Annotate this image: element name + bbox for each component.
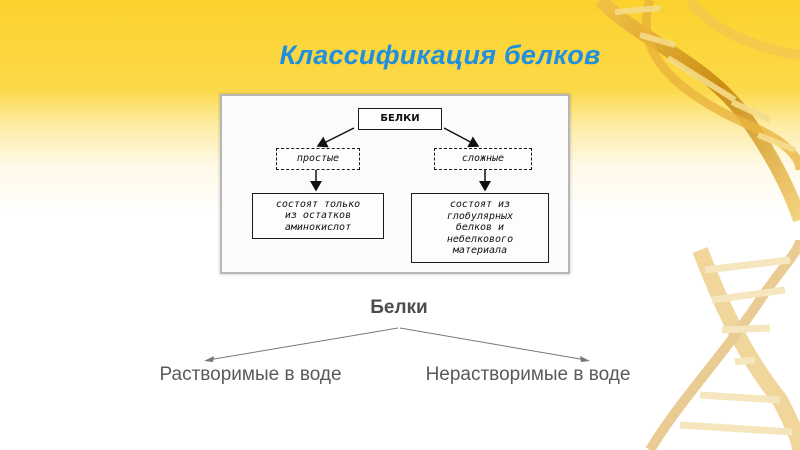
bottom-soluble-label: Растворимые в воде	[128, 364, 373, 386]
bottom-root-label: Белки	[349, 297, 449, 319]
bottom-insoluble-label: Нерастворимые в воде	[393, 364, 663, 386]
